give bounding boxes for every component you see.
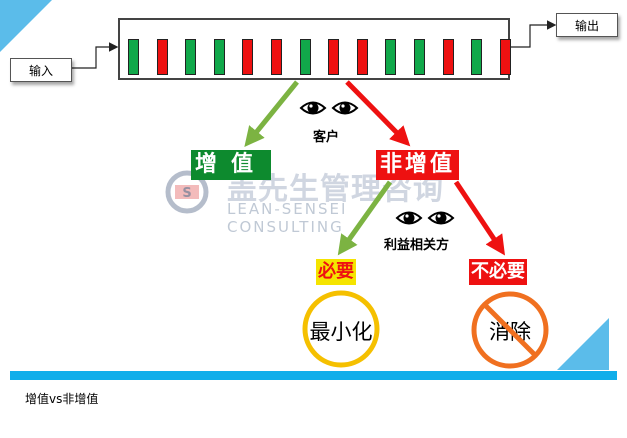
process-flow — [118, 18, 511, 80]
non-value-added-step — [499, 39, 511, 75]
non-value-added-step — [328, 39, 340, 75]
lean-sensei-logo-icon: S — [165, 170, 209, 214]
value-added-step — [414, 39, 425, 75]
minimize-label: 最小化 — [309, 320, 373, 344]
arrow-to-value — [244, 80, 299, 147]
arrow-to-necessary — [337, 180, 393, 256]
svg-text:S: S — [182, 186, 191, 201]
value-added-step — [385, 39, 397, 75]
value-added-step — [213, 39, 225, 75]
arrow-to-unnecessary — [453, 180, 505, 256]
necessary-label: 必要 — [316, 259, 356, 285]
value-added-step — [299, 39, 311, 75]
non-value-added-step — [271, 39, 282, 75]
bottom-accent-bar — [10, 371, 617, 380]
prohibition-icon — [471, 291, 549, 369]
corner-decoration-bottom-right — [557, 318, 609, 370]
stakeholder-label: 利益相关方 — [384, 238, 450, 253]
figure-caption: 增值vs非增值 — [25, 392, 99, 406]
customer-label: 客户 — [313, 130, 340, 145]
value-added-step — [185, 39, 197, 75]
arrow-to-nonvalue — [345, 80, 411, 147]
non-value-added-step — [442, 39, 454, 75]
corner-decoration-top-left — [0, 0, 52, 52]
output-label: 输出 — [574, 18, 599, 33]
unnecessary-label: 不必要 — [469, 259, 527, 285]
input-label: 输入 — [28, 63, 53, 78]
value-added-step — [471, 39, 483, 75]
non-value-added-step — [356, 39, 368, 75]
eyes-icon — [395, 211, 455, 225]
non-value-added-label: 非增值 — [376, 150, 460, 180]
output-box: 输出 — [556, 13, 618, 37]
eyes-icon — [299, 101, 359, 115]
watermark-text-en: LEAN-SENSEI CONSULTING — [227, 200, 348, 236]
minimize-circle — [302, 290, 380, 368]
value-added-step — [128, 39, 139, 75]
value-added-label: 增值 — [191, 150, 272, 180]
non-value-added-step — [156, 39, 168, 75]
input-box: 输入 — [10, 58, 72, 82]
non-value-added-step — [242, 39, 254, 75]
